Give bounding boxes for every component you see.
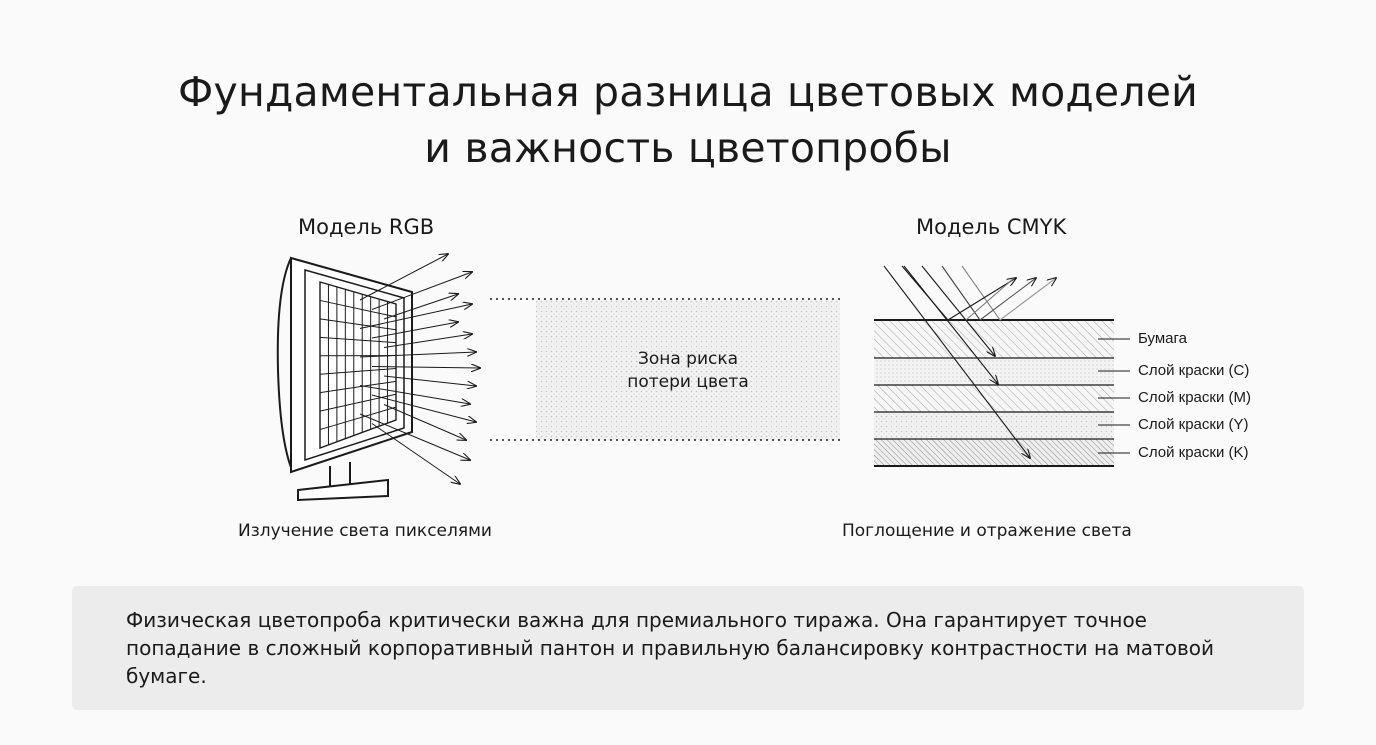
info-note-text: Физическая цветопроба критически важна д… (126, 608, 1214, 688)
light-ray (359, 254, 448, 301)
light-ray (383, 375, 476, 386)
rgb-caption: Излучение света пикселями (238, 521, 492, 541)
risk-zone-line-1: Зона риска (637, 349, 739, 369)
layer-label-paper: Бумага (1138, 330, 1187, 347)
layer-label-cyan: Слой краски (C) (1138, 362, 1250, 379)
rgb-light-rays (359, 254, 480, 485)
cmyk-layer-stack (874, 319, 1130, 467)
paper-layer (874, 320, 1114, 358)
light-ray (359, 413, 470, 460)
risk-zone-label: Зона риска потери цвета (536, 348, 840, 394)
cmyk-light-rays (883, 265, 1056, 458)
light-ray (371, 367, 480, 369)
cmyk-model-label: Модель CMYK (916, 215, 1067, 239)
cmyk-caption: Поглощение и отражение света (842, 521, 1132, 541)
light-ray (371, 322, 458, 339)
light-ray (359, 352, 476, 358)
light-ray (383, 294, 458, 320)
layer-label-magenta: Слой краски (M) (1138, 389, 1251, 406)
monitor-icon (276, 256, 413, 502)
ink-layer-c (874, 358, 1114, 385)
diagram-title: Фундаментальная разница цветовых моделей… (0, 64, 1376, 176)
ink-layer-y (874, 412, 1114, 439)
light-ray (371, 272, 472, 310)
info-note: Физическая цветопроба критически важна д… (72, 586, 1304, 710)
risk-zone (490, 298, 840, 441)
light-ray (359, 304, 472, 329)
rgb-model-label: Модель RGB (298, 215, 435, 239)
light-ray (371, 394, 476, 422)
light-ray (383, 334, 472, 348)
layer-label-key: Слой краски (K) (1138, 444, 1249, 461)
layer-label-yellow: Слой краски (Y) (1138, 416, 1249, 433)
title-line-2: и важность цветопробы (424, 124, 952, 172)
ink-layer-m (874, 385, 1114, 412)
light-ray (371, 423, 460, 485)
light-ray (359, 385, 470, 405)
ink-layer-k (874, 439, 1114, 466)
risk-zone-line-2: потери цвета (627, 372, 749, 392)
title-line-1: Фундаментальная разница цветовых моделей (177, 68, 1199, 116)
light-ray (383, 404, 466, 441)
